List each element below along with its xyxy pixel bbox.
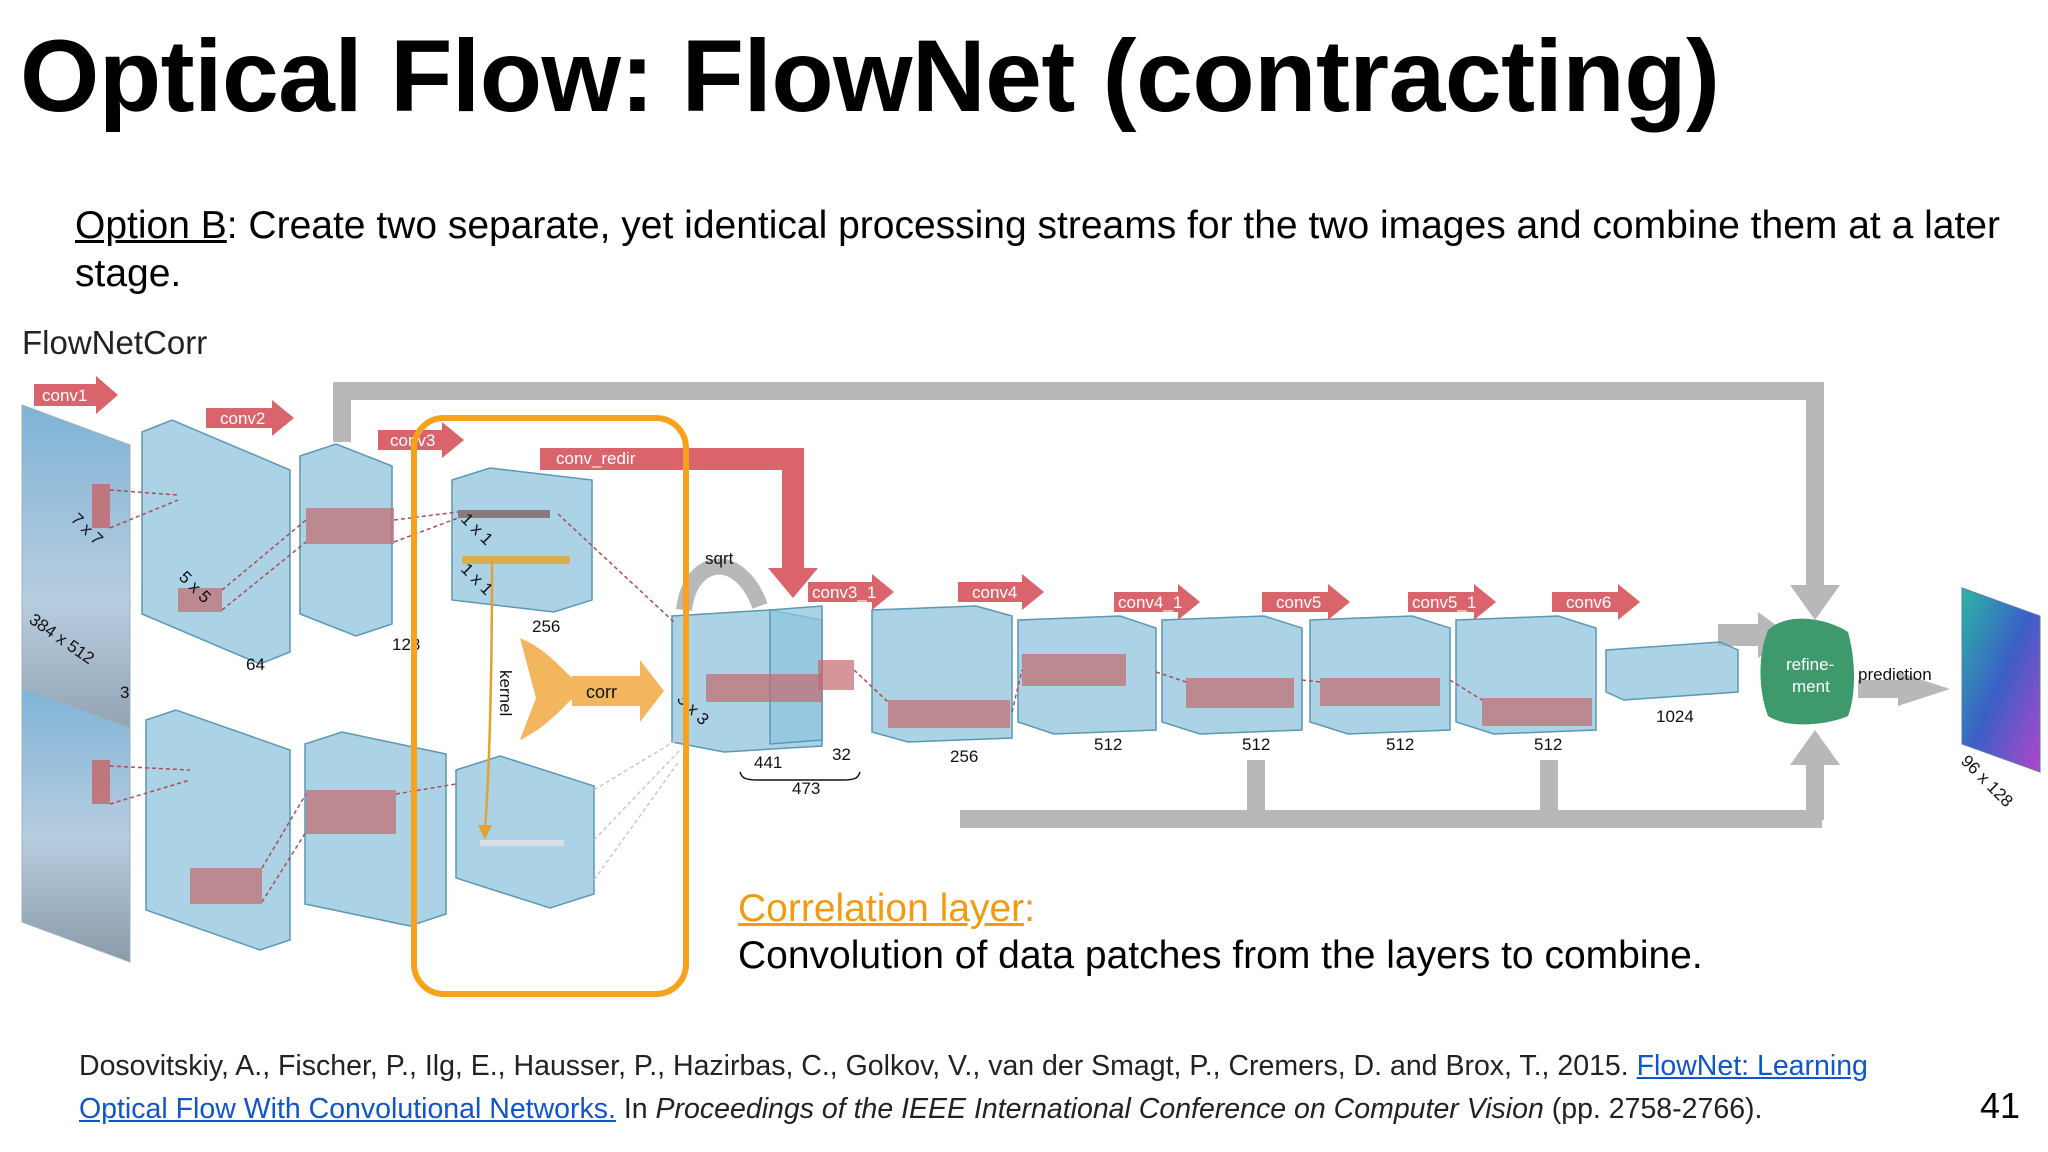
reference-in: In <box>615 1093 656 1125</box>
reference-citation: Dosovitskiy, A., Fischer, P., Ilg, E., H… <box>79 1045 1959 1131</box>
input-image-2 <box>21 687 131 963</box>
dim-64: 64 <box>246 655 265 674</box>
conv1-label: conv1 <box>42 386 87 405</box>
reference-link[interactable]: FlowNet: Learning Optical Flow With Conv… <box>79 1050 1868 1125</box>
kernel-label: kernel <box>496 670 515 716</box>
patches <box>178 508 1592 904</box>
option-b-text: : Create two separate, yet identical pro… <box>75 204 2000 295</box>
sqrt-arc <box>676 558 768 612</box>
kernel-strip-top <box>458 510 550 518</box>
correlation-text: Convolution of data patches from the lay… <box>738 934 1703 977</box>
network-name: FlowNetCorr <box>22 324 207 361</box>
dim-473-brace <box>739 771 861 781</box>
dim-256-b: 256 <box>950 747 978 766</box>
kernel-strip-lower <box>480 840 564 846</box>
conv6-label: conv6 <box>1566 593 1611 612</box>
corr-arrow-body <box>572 676 642 706</box>
dim-441: 441 <box>754 753 782 772</box>
corr-label: corr <box>586 682 617 702</box>
kernel-strip-yellow <box>462 556 570 564</box>
page-number: 41 <box>1979 1085 2020 1126</box>
flownetcorr-diagram: FlowNetCorr 7 x 7 384 x 512 3 <box>21 324 2041 997</box>
kernel-arrow <box>483 559 494 831</box>
conv2-label: conv2 <box>220 409 265 428</box>
conv5-1-label: conv5_1 <box>1412 593 1476 612</box>
projection-lines-gray <box>593 737 681 881</box>
refinement-label-1: refine- <box>1786 655 1834 674</box>
option-b-label: Option B <box>75 204 227 247</box>
dim-512-d: 512 <box>1534 735 1562 754</box>
correlation-highlight-box <box>411 415 689 997</box>
conv4-label: conv4 <box>972 583 1017 602</box>
skip-connections <box>333 382 1950 828</box>
correlation-heading: Correlation layer <box>738 887 1025 930</box>
conv5-label: conv5 <box>1276 593 1321 612</box>
dim-512-a: 512 <box>1094 735 1122 754</box>
dim-32: 32 <box>832 745 851 764</box>
output-flow-image <box>1961 587 2041 773</box>
correlation-annotation: Correlation layer: Convolution of data p… <box>738 885 1703 979</box>
dim-473: 473 <box>792 779 820 798</box>
dim-1024: 1024 <box>1656 707 1694 726</box>
prediction-label: prediction <box>1858 665 1932 684</box>
conv-redir-label: conv_redir <box>556 449 636 468</box>
input-channels-label: 3 <box>120 683 129 702</box>
reference-authors: Dosovitskiy, A., Fischer, P., Ilg, E., H… <box>79 1050 1637 1082</box>
conv-redir-arrow <box>540 448 818 598</box>
conv3-1-label: conv3_1 <box>812 583 876 602</box>
feature-blocks <box>141 419 1739 753</box>
kernel-arrow-head <box>478 825 492 840</box>
reference-pages: (pp. 2758-2766). <box>1543 1093 1763 1125</box>
refinement-block <box>1760 618 1854 725</box>
reference-venue: Proceedings of the IEEE International Co… <box>655 1093 1544 1125</box>
conv4-1-label: conv4_1 <box>1118 593 1182 612</box>
dim-256-a: 256 <box>532 617 560 636</box>
sqrt-label: sqrt <box>705 549 734 568</box>
refinement-label-2: ment <box>1792 677 1830 696</box>
slide-title: Optical Flow: FlowNet (contracting) <box>20 19 1720 133</box>
corr-arrow-head <box>640 660 664 722</box>
option-b-description: Option B: Create two separate, yet ident… <box>75 202 2005 298</box>
corr-arrow <box>520 638 575 740</box>
projection-lines <box>109 489 1483 903</box>
conv-arrows <box>34 376 1640 620</box>
correlation-heading-colon: : <box>1024 887 1035 930</box>
dim-512-b: 512 <box>1242 735 1270 754</box>
dim-512-c: 512 <box>1386 735 1414 754</box>
